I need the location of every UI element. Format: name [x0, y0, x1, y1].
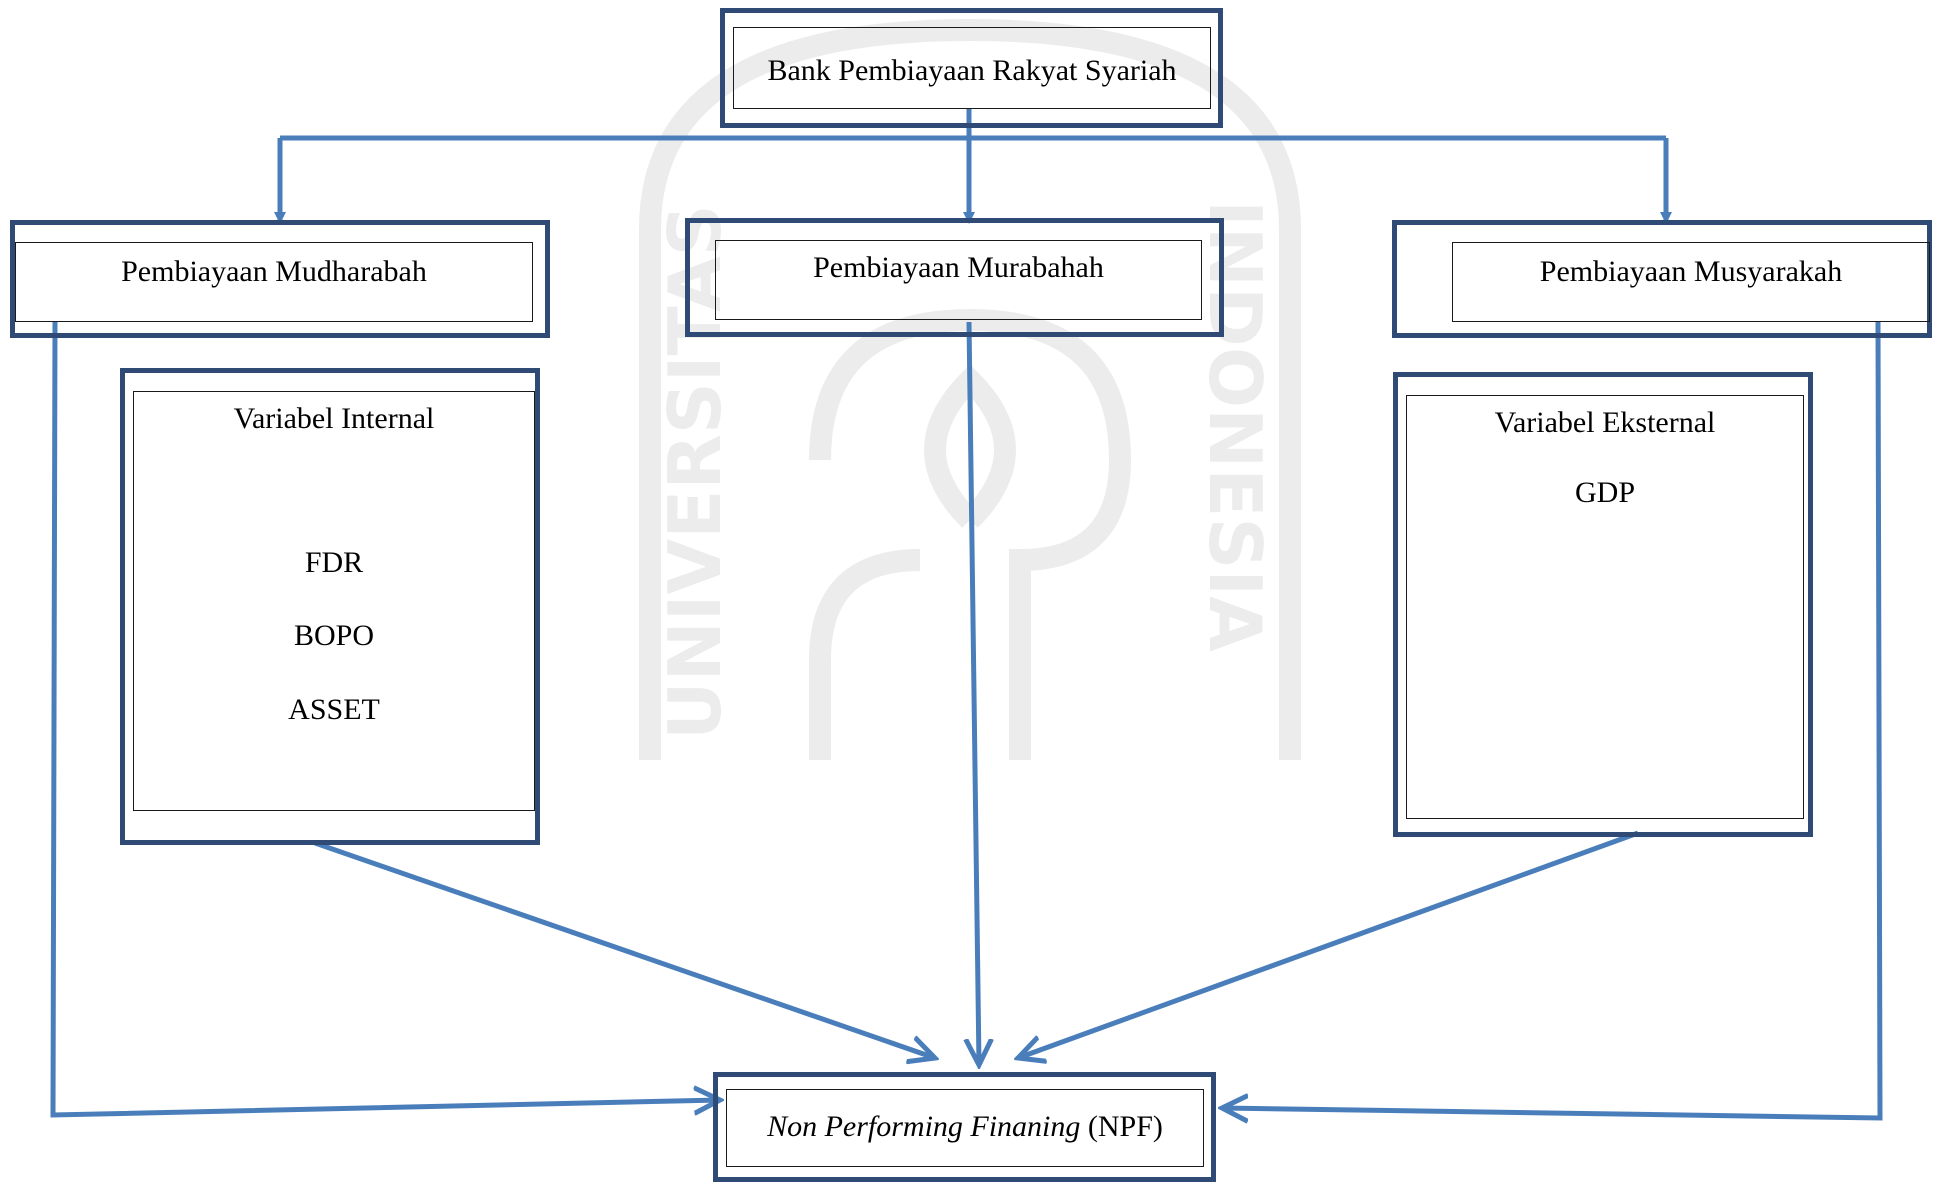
connector-lines	[50, 108, 1883, 1118]
arrow-mudharabah-to-npf	[50, 321, 720, 1118]
arrow-external-to-npf	[1018, 830, 1639, 1058]
internal-variables-title: Variabel Internal	[233, 402, 435, 435]
watermark-seal	[639, 18, 1301, 760]
mudharabah-label: Pembiayaan Mudharabah	[121, 255, 427, 288]
npf-box: Non Performing Finaning (NPF)	[713, 1072, 1216, 1182]
murabahah-label: Pembiayaan Murabahah	[813, 251, 1104, 284]
internal-item-bopo: BOPO	[293, 619, 375, 652]
npf-box-inner: Non Performing Finaning (NPF)	[726, 1089, 1204, 1167]
arrow-internal-to-npf	[314, 840, 935, 1058]
mudharabah-box: Pembiayaan Mudharabah	[10, 220, 550, 338]
external-variables-box: Variabel Eksternal GDP	[1393, 372, 1813, 837]
murabahah-box-inner: Pembiayaan Murabahah	[715, 240, 1202, 320]
murabahah-box: Pembiayaan Murabahah	[685, 218, 1224, 337]
external-variables-box-inner: Variabel Eksternal GDP	[1406, 395, 1804, 819]
watermark-text: UNIVERSITAS INDONESIA	[653, 200, 1277, 740]
top-box-inner: Bank Pembiayaan Rakyat Syariah	[733, 27, 1211, 109]
arrow-murabahah-to-npf	[969, 321, 979, 1065]
arrow-musyarakah-to-npf	[1222, 321, 1883, 1118]
internal-item-asset: ASSET	[288, 693, 380, 726]
npf-label-rest: (NPF)	[1080, 1110, 1163, 1143]
external-variables-title: Variabel Eksternal	[1494, 406, 1716, 439]
external-item-gdp: GDP	[1574, 476, 1635, 509]
musyarakah-box-inner: Pembiayaan Musyarakah	[1452, 242, 1930, 322]
watermark-text-left: UNIVERSITAS	[653, 204, 737, 740]
mudharabah-box-inner: Pembiayaan Mudharabah	[15, 242, 533, 322]
musyarakah-label: Pembiayaan Musyarakah	[1539, 255, 1843, 288]
top-box-label: Bank Pembiayaan Rakyat Syariah	[767, 54, 1177, 87]
internal-variables-box: Variabel Internal FDR BOPO ASSET	[120, 368, 540, 845]
npf-label: Non Performing Finaning (NPF)	[727, 1110, 1203, 1144]
top-box: Bank Pembiayaan Rakyat Syariah	[720, 8, 1223, 128]
musyarakah-box: Pembiayaan Musyarakah	[1392, 220, 1932, 338]
internal-item-fdr: FDR	[304, 546, 364, 579]
watermark-text-right: INDONESIA	[1193, 200, 1277, 652]
npf-label-italic: Non Performing Finaning	[767, 1110, 1081, 1143]
internal-variables-box-inner: Variabel Internal FDR BOPO ASSET	[133, 391, 535, 811]
